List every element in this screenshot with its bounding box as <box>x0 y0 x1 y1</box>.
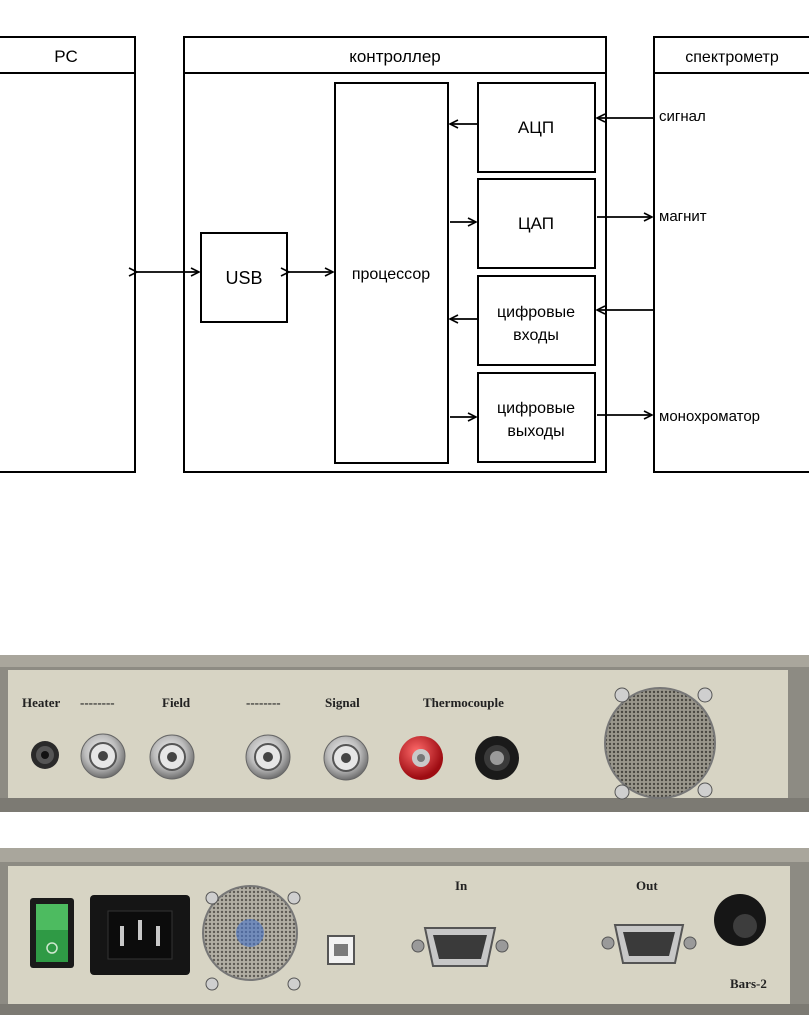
digital-outputs-label-1: цифровые <box>497 400 575 417</box>
thermocouple-label: Thermocouple <box>423 695 504 710</box>
signal-label: сигнал <box>659 108 706 125</box>
bars-2-label: Bars-2 <box>730 976 767 991</box>
heater-jack <box>31 741 59 769</box>
unused-label-2: -------- <box>246 695 281 710</box>
dac-label: ЦАП <box>518 214 554 233</box>
block-diagram: PC контроллер USB процессор АЦП ЦАП цифр… <box>0 0 809 480</box>
thermocouple-black-jack <box>475 736 519 780</box>
bnc-connector-1 <box>81 734 125 778</box>
controller-block: контроллер USB процессор АЦП ЦАП цифровы… <box>184 37 606 472</box>
bnc-connector-signal <box>324 736 368 780</box>
monochromator-label: монохроматор <box>659 408 760 425</box>
front-panel-photo: Heater -------- Field -------- Signal Th… <box>0 650 809 815</box>
bnc-connector-field <box>150 735 194 779</box>
unused-label-1: -------- <box>80 695 115 710</box>
pc-block: PC <box>0 37 135 472</box>
spectrometer-block: спектрометр сигнал магнит монохроматор <box>654 37 809 472</box>
out-port-label: Out <box>636 878 658 893</box>
digital-inputs-label-2: входы <box>513 327 559 344</box>
magnet-label: магнит <box>659 208 707 225</box>
digital-outputs-label-2: выходы <box>507 423 564 440</box>
bars-2-jack <box>714 894 766 946</box>
spectrometer-title: спектрометр <box>685 49 779 66</box>
in-port-label: In <box>455 878 468 893</box>
heater-label: Heater <box>22 695 60 710</box>
power-switch <box>30 898 74 968</box>
thermocouple-red-jack <box>399 736 443 780</box>
rear-panel-photo: In Out Bars-2 <box>0 838 809 1015</box>
processor-label: процессор <box>352 266 430 283</box>
front-fan-grille <box>605 688 715 799</box>
field-label: Field <box>162 695 191 710</box>
pc-title: PC <box>54 47 78 66</box>
usb-label: USB <box>225 268 262 288</box>
power-inlet <box>90 895 190 975</box>
bnc-connector-3 <box>246 735 290 779</box>
controller-title: контроллер <box>349 47 441 66</box>
signal-connector-label: Signal <box>325 695 360 710</box>
usb-b-port <box>328 936 354 964</box>
adc-label: АЦП <box>518 118 554 137</box>
digital-outputs-box <box>478 373 595 462</box>
digital-inputs-label-1: цифровые <box>497 304 575 321</box>
